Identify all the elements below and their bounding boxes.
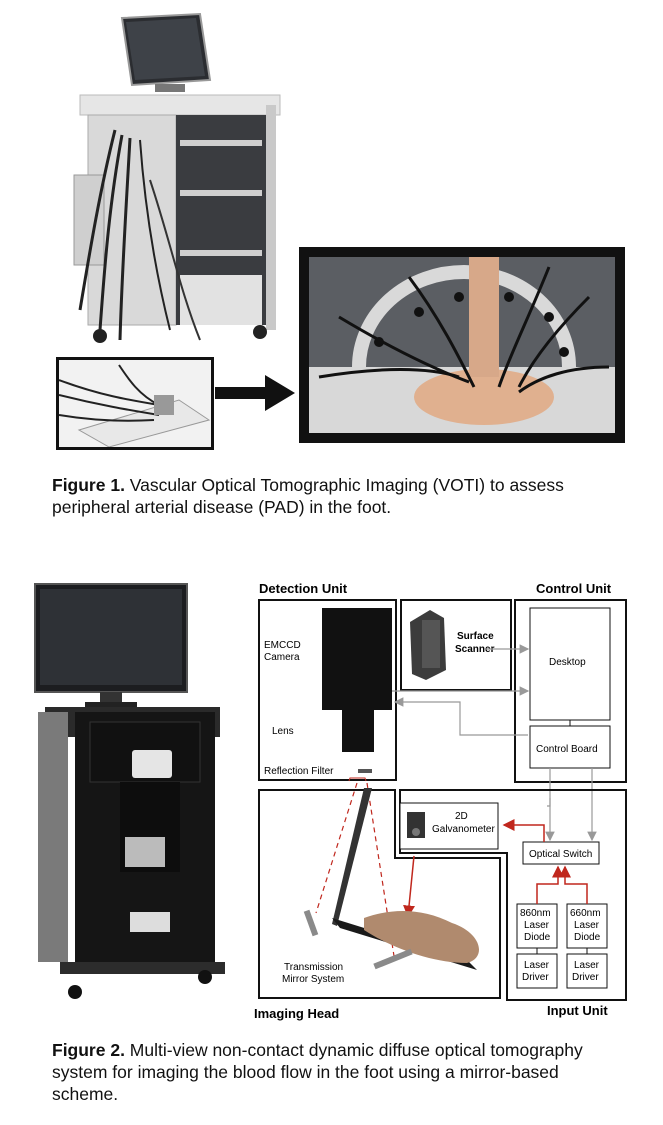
desktop-box xyxy=(529,607,611,721)
surface-scanner-label-2: Scanner xyxy=(455,644,495,655)
laser-660-label-3: Diode xyxy=(574,932,601,943)
input-unit-title: Input Unit xyxy=(547,1003,608,1018)
transmission-beam xyxy=(315,782,358,914)
lens-body xyxy=(342,710,374,752)
reflection-filter xyxy=(358,769,372,773)
control-board-box xyxy=(529,725,611,769)
lens-label: Lens xyxy=(272,726,294,737)
foot-closeup-photo xyxy=(299,247,625,443)
laser-860-label: 860nm xyxy=(520,908,551,919)
foot-shape xyxy=(364,911,479,963)
imaging-head-box xyxy=(258,789,501,999)
laser-660-label-2: Laser xyxy=(574,920,600,931)
imaging-cart-photo xyxy=(73,12,281,343)
laser-driver-a-label: Laser xyxy=(524,960,550,971)
system-block-diagram: Detection Unit Control Unit EMCCD Camera… xyxy=(254,581,627,1021)
desktop-label: Desktop xyxy=(549,657,586,668)
laser-driver-b-box xyxy=(566,953,608,989)
surface-scanner-label: Surface xyxy=(457,631,494,642)
arrow-right-icon xyxy=(215,375,295,411)
figure-2-caption: Figure 2. Multi-view non-contact dynamic… xyxy=(52,1039,612,1105)
laser-driver-b-label: Laser xyxy=(574,960,600,971)
galvanometer-label: 2D xyxy=(455,811,468,822)
mirror-system-label: Transmission xyxy=(284,962,343,973)
excitation-beam xyxy=(403,855,416,918)
dot-system-photo xyxy=(34,583,225,999)
control-board-label: Control Board xyxy=(536,744,598,755)
surface-scanner-box xyxy=(400,599,512,691)
mirror-right xyxy=(373,948,413,970)
laser-driver-a-box xyxy=(516,953,558,989)
figure-1-caption: Figure 1. Vascular Optical Tomographic I… xyxy=(52,474,612,518)
control-unit-title: Control Unit xyxy=(536,581,612,596)
figure-2-label: Figure 2. xyxy=(52,1040,125,1060)
mirror-system-label-2: Mirror System xyxy=(282,974,344,985)
laser-660-label: 660nm xyxy=(570,908,601,919)
detection-unit-box xyxy=(258,599,397,781)
emccd-camera-label-2: Camera xyxy=(264,652,300,663)
foot-holder-inset xyxy=(56,357,214,450)
detection-unit-title: Detection Unit xyxy=(259,581,348,596)
emccd-camera-label: EMCCD xyxy=(264,640,301,651)
platform-rail xyxy=(332,788,372,926)
laser-860-label-2: Laser xyxy=(524,920,550,931)
laser-driver-a-label-2: Driver xyxy=(522,972,549,983)
galvanometer-icon xyxy=(407,812,425,838)
optical-switch-label: Optical Switch xyxy=(529,849,592,860)
galvanometer-label-2: Galvanometer xyxy=(432,824,495,835)
laser-driver-b-label-2: Driver xyxy=(572,972,599,983)
reflection-filter-label: Reflection Filter xyxy=(264,766,334,777)
imaging-head-title: Imaging Head xyxy=(254,1006,339,1021)
figure-1-label: Figure 1. xyxy=(52,475,125,495)
figure-2-text: Multi-view non-contact dynamic diffuse o… xyxy=(52,1040,583,1104)
laser-860-label-3: Diode xyxy=(524,932,551,943)
emccd-camera-body xyxy=(322,608,392,710)
mirror-left xyxy=(303,909,319,937)
surface-scanner-icon xyxy=(410,610,446,680)
input-unit-box xyxy=(399,789,627,1001)
optical-switch-box xyxy=(522,841,600,865)
figure-1-text: Vascular Optical Tomographic Imaging (VO… xyxy=(52,475,564,517)
